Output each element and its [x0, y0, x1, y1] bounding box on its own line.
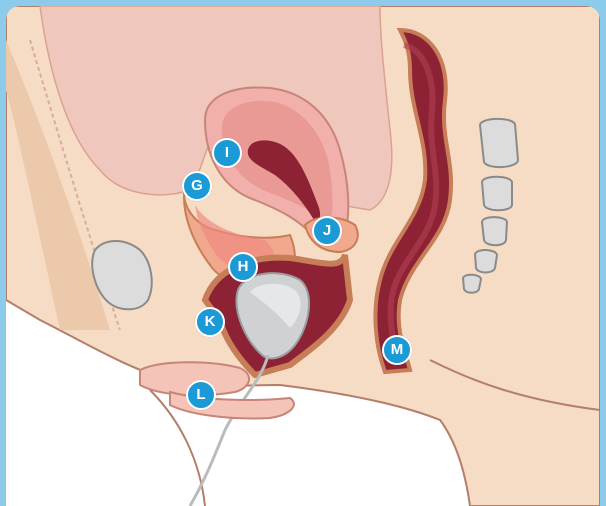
- marker-g[interactable]: G: [182, 171, 212, 201]
- marker-k[interactable]: K: [195, 307, 225, 337]
- pelvic-anatomy-illustration: [6, 6, 600, 506]
- marker-h[interactable]: H: [228, 252, 258, 282]
- marker-l[interactable]: L: [186, 380, 216, 410]
- marker-m[interactable]: M: [382, 335, 412, 365]
- marker-j[interactable]: J: [312, 216, 342, 246]
- marker-i[interactable]: I: [212, 138, 242, 168]
- diagram-frame: G I J H K L M: [6, 6, 600, 506]
